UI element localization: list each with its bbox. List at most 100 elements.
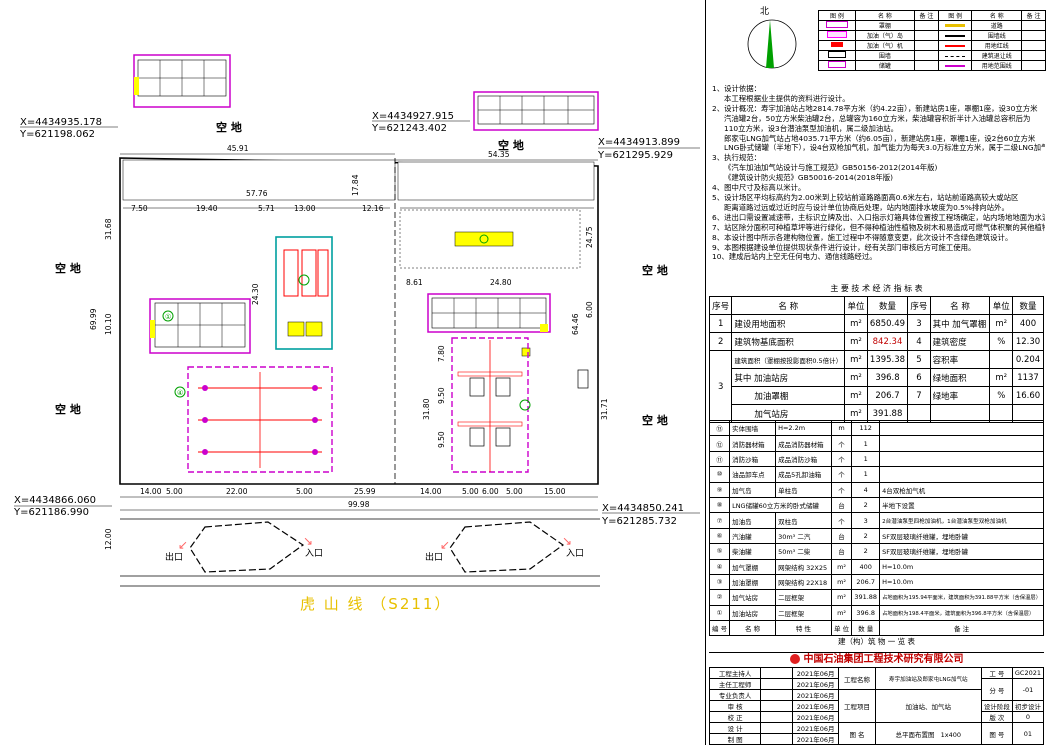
dim-label: 5.00: [462, 487, 479, 496]
dim-label: 13.00: [294, 204, 316, 213]
svg-text:X=4434927.915: X=4434927.915: [372, 111, 454, 122]
site-boundary: [119, 157, 599, 485]
dim-label: 31.80: [422, 398, 431, 420]
company-logo-icon: [789, 654, 800, 664]
road-name: 虎 山 线 （S211）: [300, 595, 451, 613]
control-box: [577, 369, 589, 389]
dim-label: 5.00: [506, 487, 523, 496]
svg-text:Y=621243.402: Y=621243.402: [371, 123, 447, 134]
legend-table: 图 例名 称备 注图 例名 称备 注 罩棚 道路 加油（气）岛 围墙线 加油（气…: [818, 10, 1046, 84]
design-notes: 1、设计依据： 本工程根据业主提供的资料进行设计。 2、设计概况：寿宇加油站占地…: [712, 84, 1045, 262]
open-land-label: 空 地: [642, 263, 668, 277]
svg-text:入口: 入口: [566, 548, 584, 559]
entrance-area-left: 出口 入口 ↙ ↘: [165, 521, 323, 573]
coordinate-bottom-right: X=4434850.241 Y=621285.732: [601, 503, 700, 527]
dim-label: 12.00: [104, 528, 113, 550]
gas-canopy: [451, 337, 531, 473]
site-plan-drawing: X=4434935.178 Y=621198.062 X=4434927.915…: [13, 54, 700, 613]
dim-label: 19.40: [196, 204, 218, 213]
svg-text:X=4434850.241: X=4434850.241: [602, 503, 684, 514]
svg-text:X=4434866.060: X=4434866.060: [14, 495, 96, 506]
drawing-info-panel: 北 图 例名 称备 注图 例名 称备 注 罩棚 道路 加油（气）岛 围墙线 加油…: [705, 0, 1046, 745]
dim-label: 24.80: [490, 278, 512, 287]
dim-label: 12.16: [362, 204, 384, 213]
dim-label: 99.98: [348, 500, 370, 509]
dim-label: 24.30: [251, 283, 260, 305]
svg-text:出口: 出口: [165, 551, 183, 563]
dim-label: 57.76: [246, 189, 268, 198]
company-name: 中国石油集团工程技术研究有限公司: [709, 652, 1044, 667]
open-land-label: 空 地: [55, 261, 81, 275]
kpi-table-title: 主 要 技 术 经 济 指 标 表: [830, 284, 923, 293]
dim-label: 7.80: [437, 345, 446, 362]
svg-text:Y=621198.062: Y=621198.062: [19, 129, 95, 140]
open-land-label: 空 地: [642, 413, 668, 427]
road-s211: 虎 山 线 （S211）: [120, 518, 600, 613]
svg-text:①: ①: [165, 313, 171, 321]
dim-label: 69.99: [89, 308, 98, 330]
fuel-canopy: ④: [174, 366, 333, 473]
dim-label: 9.50: [437, 387, 446, 404]
open-land-label: 空 地: [216, 120, 242, 134]
dim-label: 22.00: [226, 487, 248, 496]
svg-text:④: ④: [177, 389, 183, 397]
dim-label: 5.00: [166, 487, 183, 496]
dim-label: 6.00: [585, 301, 594, 318]
dim-label: 31.68: [104, 218, 113, 240]
svg-text:↘: ↘: [562, 534, 572, 548]
svg-text:X=4434935.178: X=4434935.178: [20, 117, 102, 128]
svg-text:↙: ↙: [178, 538, 188, 552]
dim-label: 15.00: [544, 487, 566, 496]
svg-text:↘: ↘: [303, 534, 313, 548]
dim-label: 14.00: [140, 487, 162, 496]
svg-text:Y=621186.990: Y=621186.990: [13, 507, 89, 518]
dim-label: 45.91: [227, 144, 249, 153]
svg-text:Y=621295.929: Y=621295.929: [597, 150, 673, 161]
dim-label: 8.61: [406, 278, 423, 287]
svg-text:X=4434913.899: X=4434913.899: [598, 137, 680, 148]
dim-label: 31.71: [600, 398, 609, 420]
svg-text:Y=621285.732: Y=621285.732: [601, 516, 677, 527]
station-building-thumbnail-left: [133, 54, 231, 108]
lng-tank-area: [454, 231, 514, 247]
dim-label: 5.00: [296, 487, 313, 496]
north-arrow-icon: [766, 20, 774, 68]
svg-text:出口: 出口: [425, 551, 443, 563]
fuel-tank-area: [275, 236, 333, 350]
dim-label: 14.00: [420, 487, 442, 496]
dim-label: 54.35: [488, 150, 510, 159]
dim-label: 24.75: [585, 226, 594, 248]
coordinate-bottom-left: X=4434866.060 Y=621186.990: [13, 495, 112, 518]
entrance-area-right: 出口 入口 ↙ ↘: [425, 521, 584, 573]
north-arrow: 北: [742, 4, 802, 70]
open-land-label: 空 地: [498, 138, 524, 152]
dim-label: 17.84: [351, 174, 360, 196]
building-list-title: 建（构）筑 物 一 览 表: [837, 637, 916, 646]
dim-label: 9.50: [437, 431, 446, 448]
dim-label: 25.99: [354, 487, 376, 496]
station-building-thumbnail-right: [473, 91, 599, 131]
coordinate-top-left: X=4434935.178 Y=621198.062: [19, 117, 118, 140]
open-land-label: 空 地: [55, 402, 81, 416]
coordinate-top-right: X=4434913.899 Y=621295.929: [597, 137, 700, 161]
dim-label: 64.46: [571, 313, 580, 335]
